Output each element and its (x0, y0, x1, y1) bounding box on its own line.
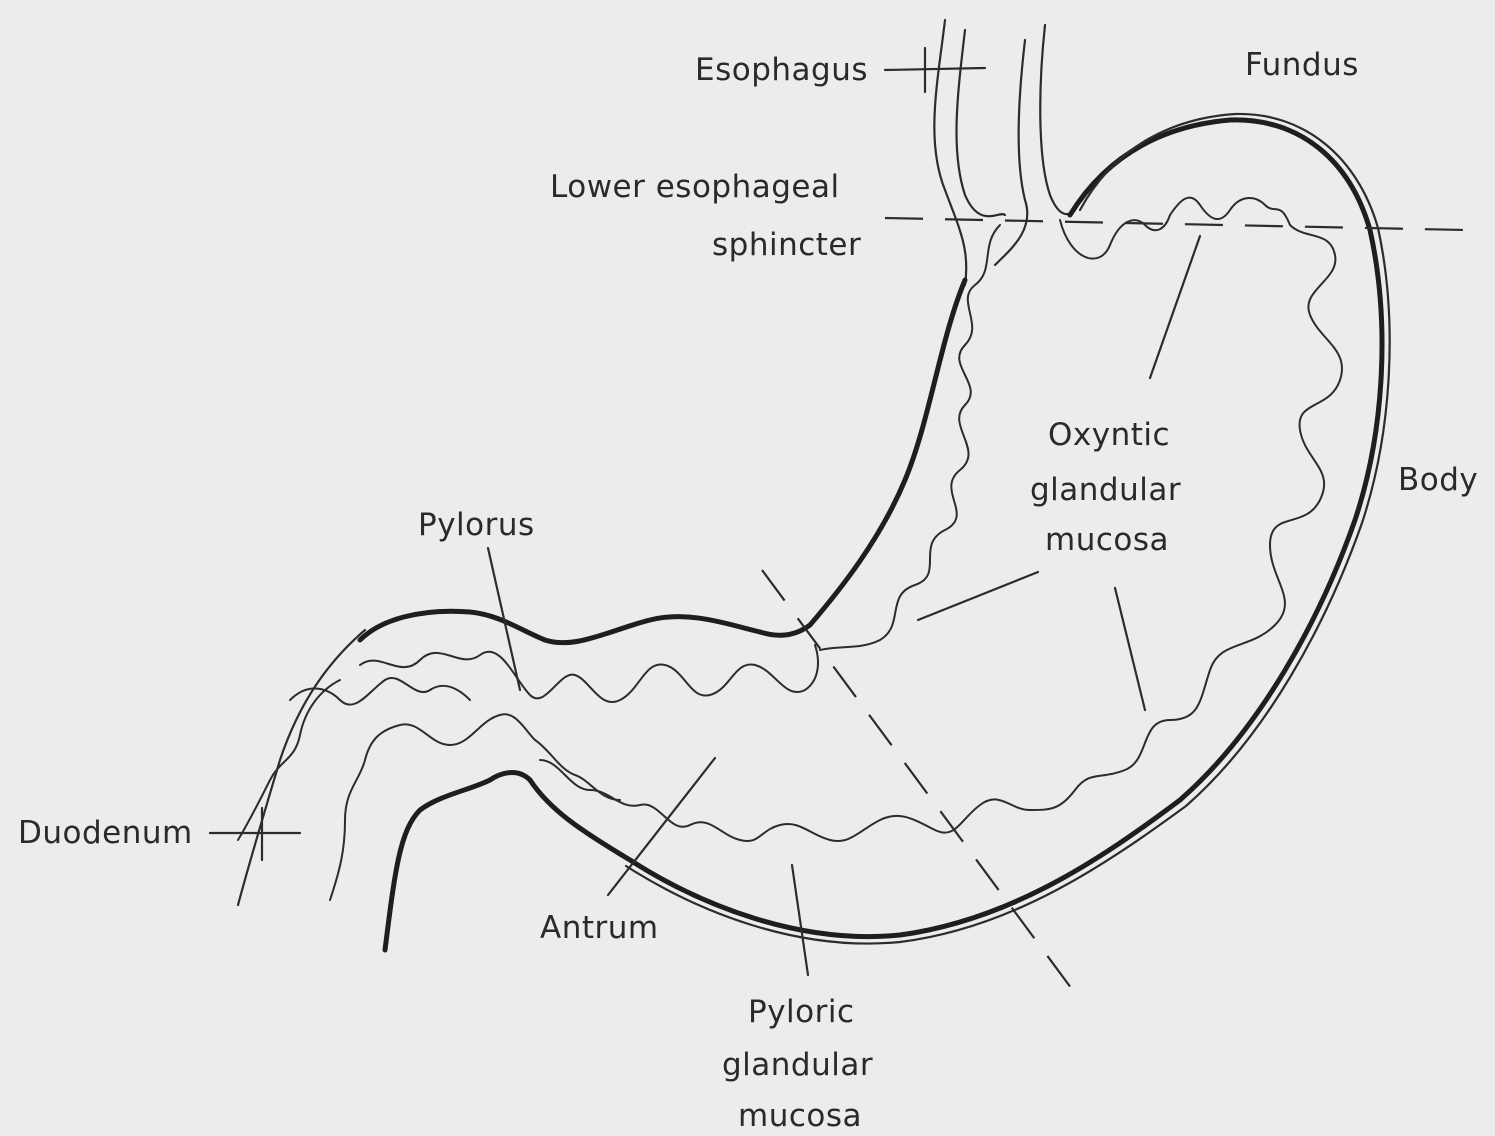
stomach-lesser-curvature (238, 280, 965, 905)
stomach-outer-wall (530, 114, 1390, 944)
label-les-line1: Lower esophageal (550, 169, 840, 205)
label-esophagus: Esophagus (695, 52, 868, 88)
label-oxyntic-line3: mucosa (1045, 522, 1169, 558)
label-body: Body (1398, 462, 1478, 498)
label-les-line2: sphincter (712, 227, 861, 263)
region-boundary-lines (762, 218, 1465, 1000)
label-duodenum: Duodenum (18, 815, 193, 851)
label-oxyntic-line1: Oxyntic (1048, 417, 1170, 453)
label-pyloric-line1: Pyloric (748, 994, 855, 1030)
label-pyloric-line2: glandular (722, 1047, 873, 1083)
label-pylorus: Pylorus (418, 507, 535, 543)
diagram-labels: Esophagus Fundus Lower esophageal sphinc… (18, 47, 1478, 1134)
label-oxyntic-line2: glandular (1030, 472, 1181, 508)
label-fundus: Fundus (1245, 47, 1359, 83)
antrum-inferior-wall (385, 773, 530, 951)
label-antrum: Antrum (540, 910, 659, 946)
esophagus-tube (934, 20, 1075, 285)
label-pyloric-line3: mucosa (738, 1098, 862, 1134)
